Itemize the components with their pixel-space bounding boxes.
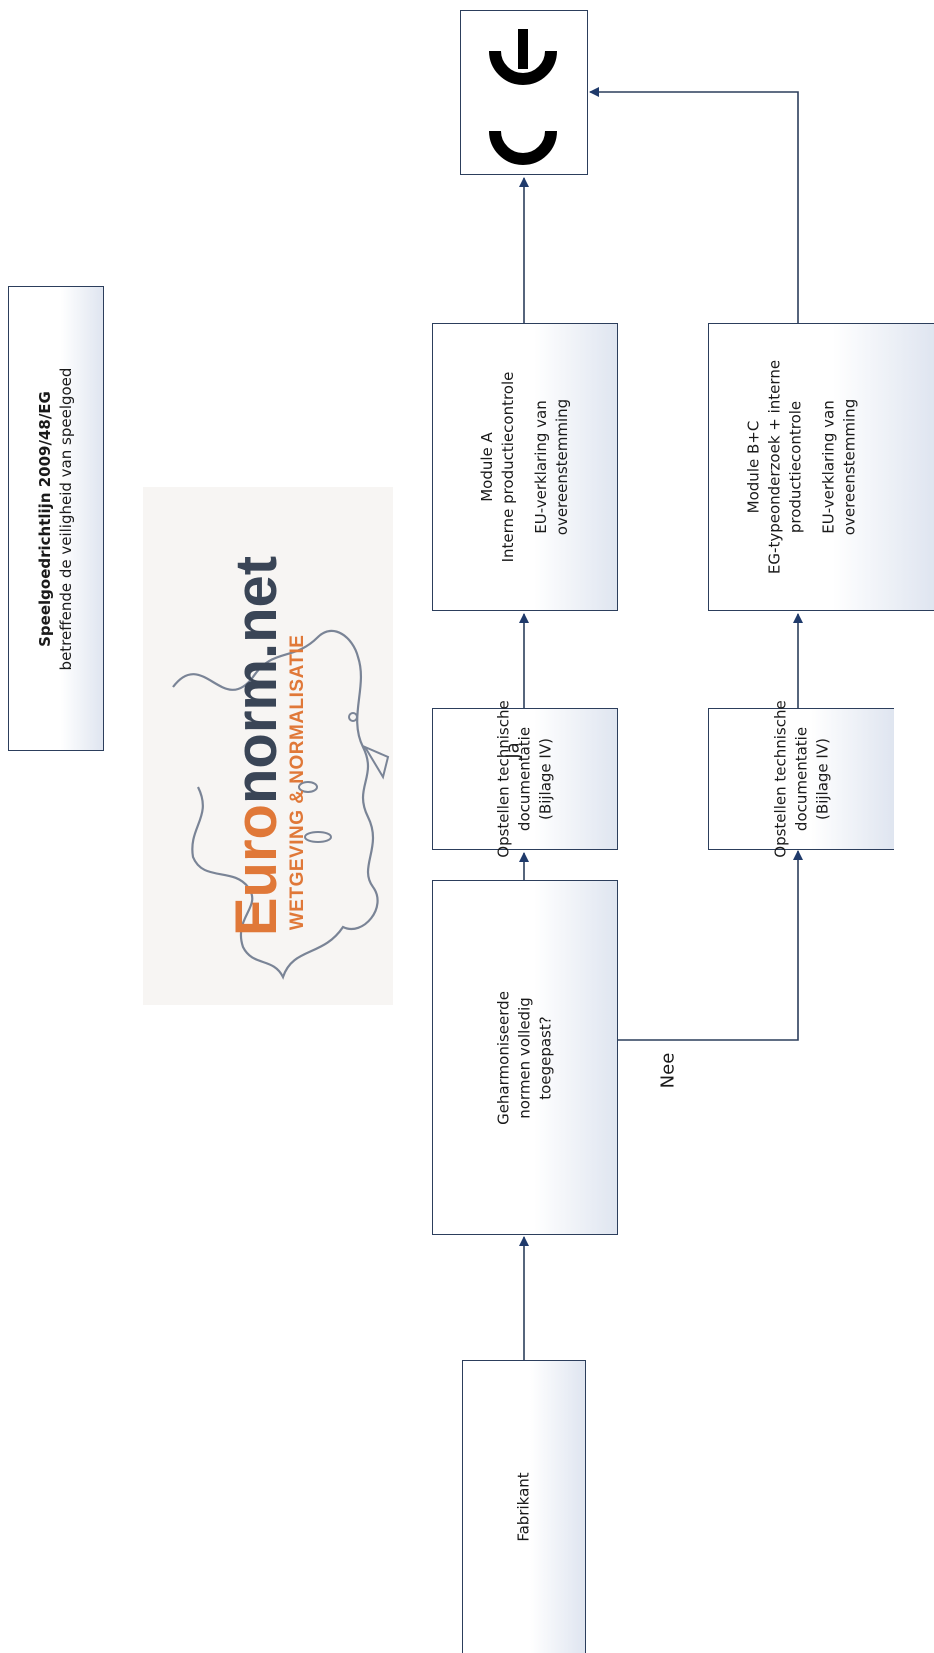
node-docs-b: Opstellen technische documentatie (Bijla…	[708, 700, 894, 858]
arrow-module-bc-ce	[589, 87, 799, 323]
europe-map-icon	[172, 629, 390, 980]
node-fabrikant: Fabrikant	[462, 1360, 586, 1653]
node-docs-a: Opstellen technische documentatie (Bijla…	[432, 700, 618, 858]
euronorm-logo: Euronorm.net WETGEVING & NORMALISATIE	[143, 487, 393, 1005]
title-box: Speelgoedrichtlijn 2009/48/EG betreffend…	[8, 286, 104, 751]
label-ja: Ja	[502, 742, 524, 759]
node-module-bc: Module B+C EG-typeonderzoek + interne pr…	[708, 323, 934, 611]
ce-mark-box	[460, 10, 588, 175]
node-decision: Geharmoniseerde normen volledig toegepas…	[432, 880, 618, 1235]
ce-mark-icon	[489, 29, 557, 165]
node-module-a: Module A Interne productiecontrole EU-ve…	[432, 323, 618, 611]
label-nee: Nee	[657, 1052, 679, 1089]
arrow-nee	[618, 850, 803, 1041]
